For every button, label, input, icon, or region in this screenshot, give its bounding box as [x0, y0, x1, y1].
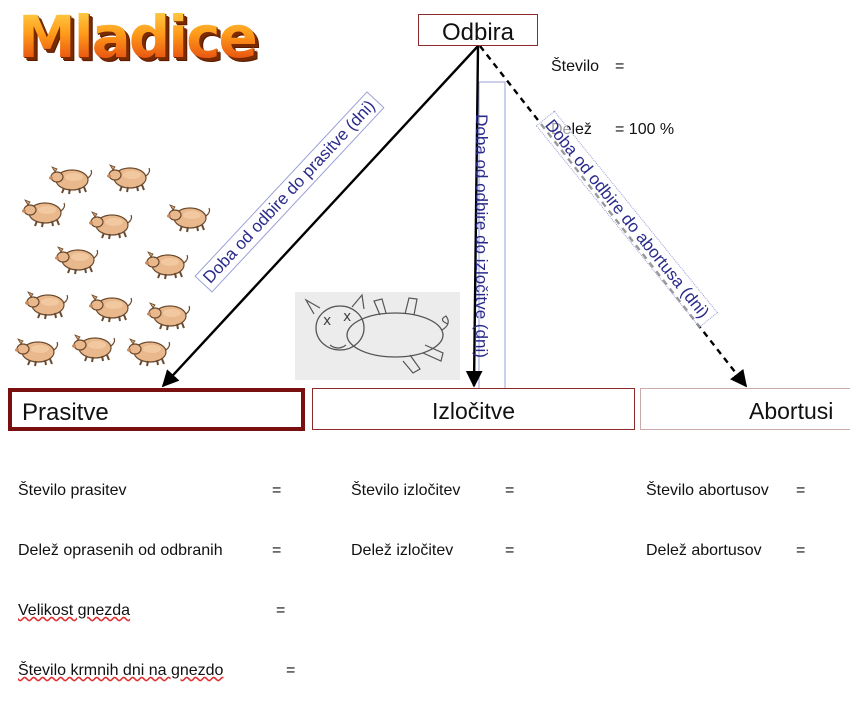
- node-odbira: Odbira: [418, 14, 538, 46]
- node-prasitve-label: Prasitve: [22, 399, 109, 426]
- odbira-stat-row: Število=: [551, 58, 625, 75]
- arrow-to-abortusi: [479, 45, 748, 388]
- piglets-illustration: [14, 164, 211, 367]
- node-izlocitve: Izločitve: [312, 388, 635, 430]
- svg-text:x: x: [343, 309, 351, 325]
- prasitve-stats: Število prasitev= Delež oprasenih od odb…: [18, 441, 295, 701]
- prasitve-stat-row: Število krmnih dni na gnezdo=: [18, 662, 296, 679]
- node-prasitve: Prasitve: [8, 388, 305, 431]
- prasitve-stat-row: Velikost gnezda=: [18, 602, 286, 619]
- abortusi-stat-row: Delež abortusov=: [646, 542, 806, 559]
- node-abortusi-label: Abortusi: [749, 398, 834, 424]
- prasitve-stat-row: Delež oprasenih od odbranih=: [18, 542, 282, 559]
- page-title: Mladice: [18, 3, 258, 71]
- arrow-to-prasitve: [161, 45, 479, 388]
- edge-label-izlocitve: Doba od odbire do izločitve (dni): [471, 114, 491, 358]
- izlocitve-stat-row: Delež izločitev=: [351, 542, 515, 559]
- node-odbira-label: Odbira: [441, 19, 515, 46]
- node-abortusi: Abortusi: [640, 388, 850, 430]
- svg-text:x: x: [323, 313, 331, 329]
- prasitve-stat-row: Število prasitev=: [18, 482, 282, 499]
- node-izlocitve-label: Izločitve: [431, 398, 516, 424]
- izlocitve-stat-row: Število izločitev=: [351, 482, 515, 499]
- dead-pig-sketch: x x: [295, 292, 460, 380]
- abortusi-stats: Število abortusov= Delež abortusov=: [646, 441, 805, 581]
- arrow-to-izlocitve: [465, 45, 483, 388]
- abortusi-stat-row: Število abortusov=: [646, 482, 806, 499]
- izlocitve-stats: Število izločitev= Delež izločitev=: [351, 441, 514, 581]
- diagram-canvas: x x: [14, 45, 748, 391]
